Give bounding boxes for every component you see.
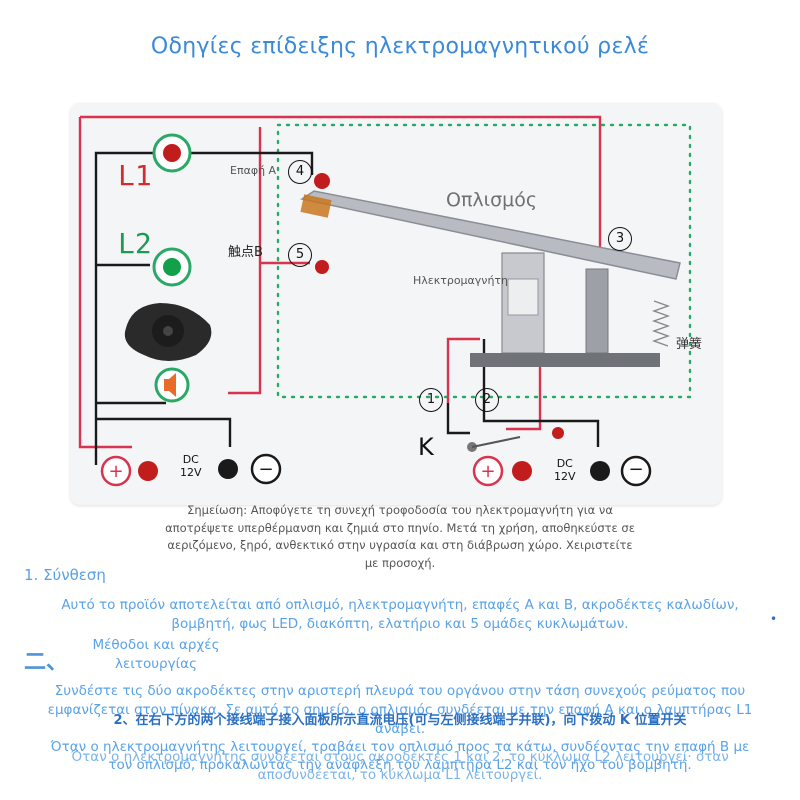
step2-text: 2、在右下方的两个接线端子接入面板所示直流电压(可与左侧接线端子并联)，向下拨动… xyxy=(113,713,687,728)
black-wiring xyxy=(94,151,600,465)
method-section-number: 二、 xyxy=(24,650,69,675)
lamp-l2 xyxy=(152,247,192,287)
armature-bar xyxy=(300,190,681,280)
left-minus-symbol: − xyxy=(258,459,273,480)
terminal-2-label: 2 xyxy=(475,388,499,412)
switch-k xyxy=(467,436,521,452)
dc-right-label: DC 12V xyxy=(554,457,576,483)
dc-left-line1: DC xyxy=(182,453,199,466)
terminal-3-label: 3 xyxy=(608,227,632,251)
left-positive-terminal xyxy=(100,455,158,487)
contact-a-terminal xyxy=(314,173,330,189)
relay-circuit-diagram: + − + − xyxy=(78,115,692,487)
buzzer xyxy=(124,303,212,361)
right-minus-symbol: − xyxy=(628,459,643,480)
lamp-l2-label: L2 xyxy=(118,227,152,260)
terminal-1-label: 1 xyxy=(419,388,443,412)
dc-right-line1: DC xyxy=(556,457,573,470)
spring-coil xyxy=(651,300,671,347)
contact-b-label: 触点B xyxy=(228,245,263,260)
composition-text: Αυτό το προϊόν αποτελείται από οπλισμό, … xyxy=(61,597,739,632)
right-plus-symbol: + xyxy=(480,461,495,482)
contact-a-label: Επαφή Α xyxy=(230,164,277,177)
electromagnet xyxy=(470,252,660,367)
right-negative-terminal xyxy=(590,455,652,487)
spring-label: 弹簧 xyxy=(676,337,703,352)
dc-left-label: DC 12V xyxy=(180,453,202,479)
overlay-text: Όταν ο ηλεκτρομαγνήτης συνδέεται στους α… xyxy=(71,749,729,783)
dc-right-line2: 12V xyxy=(554,470,576,483)
contact-b-terminal xyxy=(315,260,329,274)
left-negative-terminal xyxy=(218,453,282,485)
indicator-led xyxy=(552,427,564,439)
switch-k-label: K xyxy=(418,433,434,461)
document-title: Οδηγίες επίδειξης ηλεκτρομαγνητικού ρελέ xyxy=(150,34,650,59)
usage-note: Σημείωση: Αποφύγετε τη συνεχή τροφοδοσία… xyxy=(165,503,635,570)
method-heading: Μέθοδοι και αρχές λειτουργίας xyxy=(92,637,220,672)
terminal-5-label: 5 xyxy=(288,243,312,267)
composition-heading: 1. Σύνθεση xyxy=(24,566,106,584)
lamp-l1 xyxy=(152,133,192,173)
step1-text: Συνδέστε τις δύο ακροδέκτες στην αριστερ… xyxy=(47,683,753,737)
terminal-4-label: 4 xyxy=(288,160,312,184)
right-positive-terminal xyxy=(472,455,532,487)
left-plus-symbol: + xyxy=(108,461,123,482)
armature-label: Οπλισμός xyxy=(446,189,537,211)
red-wiring xyxy=(78,115,602,449)
electromagnet-label: Ηλεκτρομαγνήτη xyxy=(413,274,509,287)
speaker-icon xyxy=(154,367,190,403)
step3-text: Όταν ο ηλεκτρομαγνήτης λειτουργεί, τραβά… xyxy=(50,739,750,773)
decorative-dot: • xyxy=(770,612,778,626)
lamp-l1-label: L1 xyxy=(118,159,152,192)
dc-left-line2: 12V xyxy=(180,466,202,479)
relay-board-figure: + − + − L1 L2 Επαφή Α 触点B 4 5 3 1 2 Οπλι… xyxy=(70,103,722,505)
